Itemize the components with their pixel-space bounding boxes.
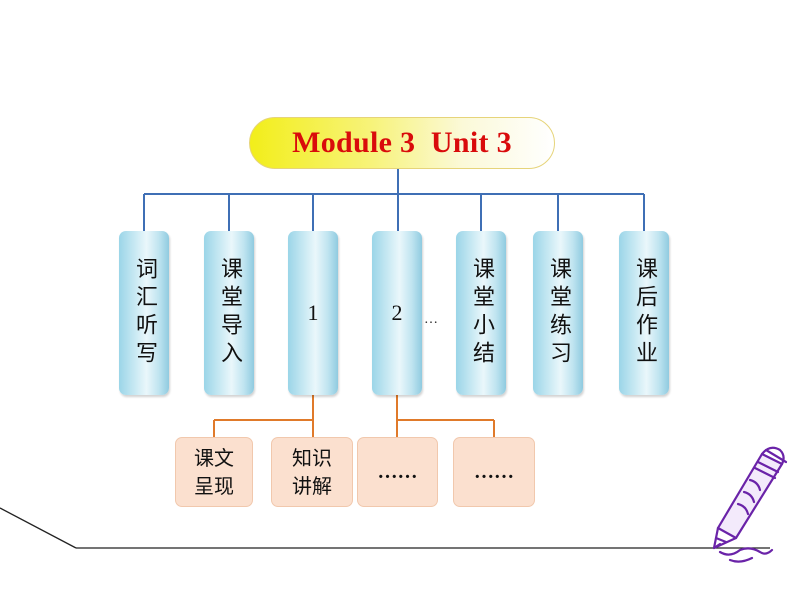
node-label: 2 xyxy=(391,300,403,325)
subnode-label: 知识讲解 xyxy=(292,446,332,498)
node-label: 课堂导入 xyxy=(217,257,242,369)
node-vocabulary-dictation: 词汇听写 xyxy=(119,231,169,395)
node-part-1: 1 xyxy=(288,231,338,395)
subnode-more-2: …… xyxy=(453,437,535,507)
node-label: 课堂小结 xyxy=(469,257,494,369)
subnode-label: 课文呈现 xyxy=(194,446,234,498)
node-lesson-intro: 课堂导入 xyxy=(204,231,254,395)
node-classroom-practice: 课堂练习 xyxy=(533,231,583,395)
top-level-connectors xyxy=(143,169,645,231)
more-parts-ellipsis: … xyxy=(424,312,438,327)
diagram-title: Module 3 Unit 3 xyxy=(249,117,555,169)
subnode-more-1: …… xyxy=(357,437,438,507)
node-label: 课后作业 xyxy=(632,257,657,369)
subnode-label: …… xyxy=(377,460,418,483)
decorative-baseline xyxy=(0,507,770,549)
diagram-title-text: Module 3 Unit 3 xyxy=(292,126,512,159)
subnode-text-presentation: 课文呈现 xyxy=(175,437,253,507)
subnode-label: …… xyxy=(474,460,514,483)
node-label: 1 xyxy=(307,300,319,325)
subnode-knowledge-explanation: 知识讲解 xyxy=(271,437,353,507)
node-label: 课堂练习 xyxy=(546,257,571,369)
node-lesson-summary: 课堂小结 xyxy=(456,231,506,395)
node-part-2: 2 xyxy=(372,231,422,395)
pen-icon xyxy=(712,446,788,563)
sub-level-connectors xyxy=(213,395,495,437)
node-label: 词汇听写 xyxy=(132,257,157,369)
node-homework: 课后作业 xyxy=(619,231,669,395)
